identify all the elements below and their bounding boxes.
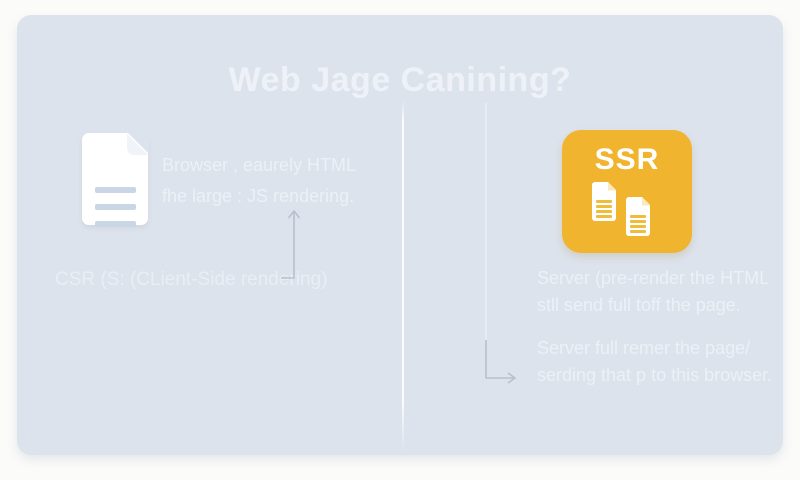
document-text-line [95, 204, 136, 210]
ssr-paragraph-1-line-2: stll send full toff the page. [537, 295, 741, 315]
stacked-documents-icon [626, 196, 651, 236]
vertical-divider [402, 100, 404, 452]
document-text-line [630, 220, 646, 223]
arrow-right-elbow-icon [485, 103, 517, 384]
document-text-line [95, 187, 136, 193]
document-text-line [630, 230, 646, 233]
document-text-line [630, 225, 646, 228]
document-fold-corner [607, 181, 617, 191]
document-icon [82, 132, 149, 227]
stacked-documents-icon [592, 181, 617, 221]
arrow-up-icon [281, 209, 301, 279]
ssr-card: SSR [562, 130, 692, 253]
document-text-line [596, 200, 612, 203]
document-text-line [95, 221, 136, 227]
ssr-card-title: SSR [594, 143, 660, 176]
document-text-line [596, 205, 612, 208]
document-text-line [596, 210, 612, 213]
diagram-panel: Web Jage Canining? Browser , eaurely HTM… [17, 15, 783, 455]
document-fold-flap [642, 197, 650, 206]
csr-description-line-1: Browser , eaurely HTML [162, 155, 357, 175]
ssr-paragraph-2-line-2: serding that p to this browser. [537, 365, 773, 385]
document-text-line [596, 215, 612, 218]
csr-description: Browser , eaurely HTML fhe large : JS re… [162, 150, 356, 212]
ssr-paragraph-1-line-1: Server (pre-render the HTML [537, 268, 770, 288]
document-fold-corner [641, 196, 651, 206]
ssr-paragraph-2-line-1: Server full remer the page/ [537, 338, 751, 358]
document-text-line [630, 215, 646, 218]
ssr-paragraph-2: Server full remer the page/ serding that… [537, 335, 772, 389]
document-fold-flap [608, 182, 616, 191]
ssr-paragraph-1: Server (pre-render the HTML stll send fu… [537, 265, 769, 319]
csr-label: CSR (S: (CLient-Side rendering) [55, 269, 328, 290]
csr-description-line-2: fhe large : JS rendering. [162, 186, 355, 206]
page-title: Web Jage Canining? [228, 61, 572, 99]
